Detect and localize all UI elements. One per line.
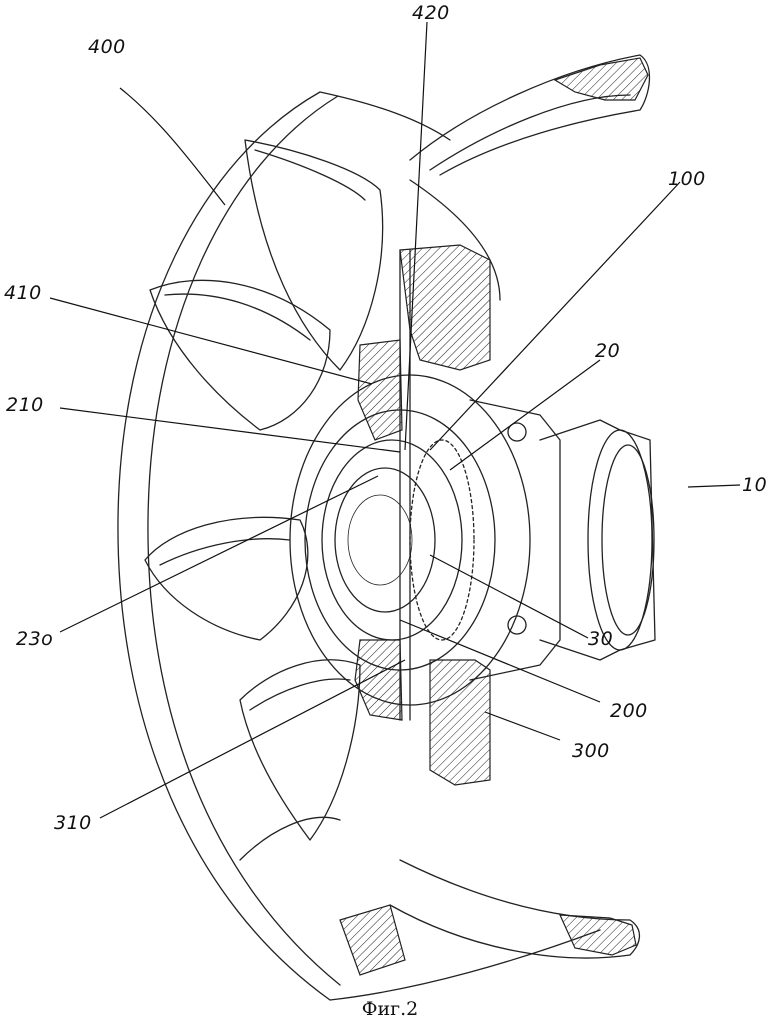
label-200: 200 (610, 700, 648, 722)
label-10: 10 (742, 474, 768, 496)
fan-blades (144, 139, 501, 861)
label-20: 20 (595, 340, 621, 362)
label-210: 210 (6, 394, 44, 416)
motor-housing (469, 399, 656, 681)
label-400: 400 (88, 36, 126, 58)
label-300: 300 (572, 740, 610, 762)
label-410: 410 (4, 282, 42, 304)
label-30: 30 (588, 628, 614, 650)
hub-disc (289, 374, 531, 706)
label-310: 310 (54, 812, 92, 834)
label-230: 23o (16, 628, 54, 650)
fan-shroud (117, 91, 601, 1001)
lower-blade-tip (339, 859, 641, 976)
figure-caption: Фиг.2 (361, 998, 419, 1020)
leader-lines (49, 21, 741, 819)
upper-blade-tip (409, 54, 651, 176)
hub-section (354, 244, 491, 786)
label-100: 100 (668, 168, 706, 190)
label-420: 420 (412, 2, 450, 24)
